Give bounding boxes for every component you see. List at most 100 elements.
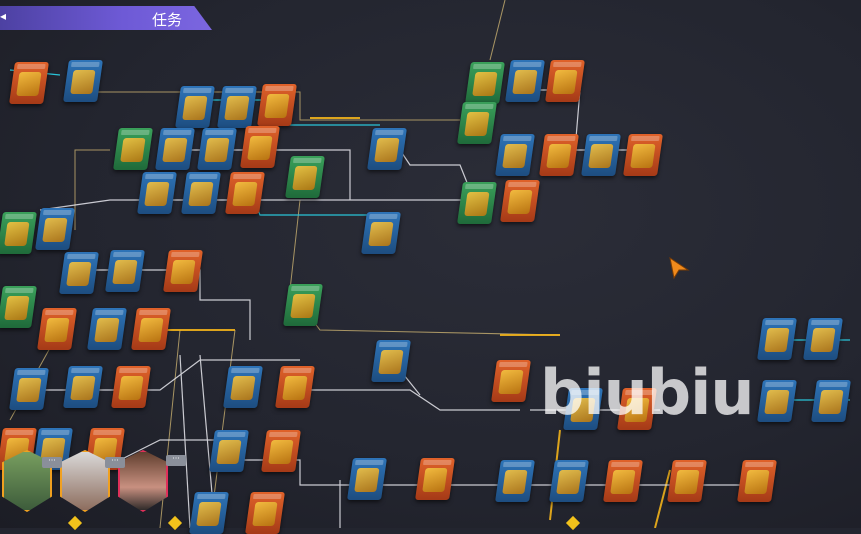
card-label — [464, 184, 494, 189]
tech-card-green[interactable] — [285, 156, 325, 198]
tech-card-orange[interactable] — [261, 430, 301, 472]
tech-card-blue[interactable] — [181, 172, 221, 214]
tech-card-green[interactable] — [457, 182, 497, 224]
tech-card-blue[interactable] — [811, 380, 851, 422]
tech-card-blue[interactable] — [35, 208, 75, 250]
machine-icon — [188, 182, 214, 206]
tech-card-orange[interactable] — [415, 458, 455, 500]
tech-card-blue[interactable] — [155, 128, 195, 170]
arrow-left-icon[interactable]: ◂ — [0, 9, 7, 23]
tech-card-blue[interactable] — [495, 134, 535, 176]
tech-card-orange[interactable] — [111, 366, 151, 408]
card-label — [247, 128, 277, 133]
tech-card-blue[interactable] — [223, 366, 263, 408]
tech-card-blue[interactable] — [209, 430, 249, 472]
machine-icon — [472, 72, 498, 96]
machine-icon — [70, 70, 96, 94]
avatar-woman-commander[interactable] — [118, 450, 168, 512]
machine-icon — [247, 136, 273, 160]
machine-icon — [44, 318, 70, 342]
tech-card-orange[interactable] — [163, 250, 203, 292]
tech-card-blue[interactable] — [347, 458, 387, 500]
tech-card-blue[interactable] — [217, 86, 257, 128]
tech-card-blue[interactable] — [367, 128, 407, 170]
tech-card-orange[interactable] — [491, 360, 531, 402]
tech-card-green[interactable] — [457, 102, 497, 144]
machine-icon — [182, 96, 208, 120]
tech-card-green[interactable] — [113, 128, 153, 170]
tech-card-orange[interactable] — [131, 308, 171, 350]
machine-icon — [264, 94, 290, 118]
chat-bubble-icon[interactable]: ··· — [166, 455, 186, 466]
chat-bubble-icon[interactable]: ··· — [42, 457, 62, 468]
tech-card-blue[interactable] — [197, 128, 237, 170]
tech-card-blue[interactable] — [175, 86, 215, 128]
tech-card-blue[interactable] — [137, 172, 177, 214]
tech-card-blue[interactable] — [63, 366, 103, 408]
tech-card-orange[interactable] — [257, 84, 297, 126]
tech-card-orange[interactable] — [37, 308, 77, 350]
machine-icon — [138, 318, 164, 342]
card-label — [422, 460, 452, 465]
card-label — [94, 310, 124, 315]
avatar-old-scientist[interactable] — [60, 450, 110, 512]
tech-card-blue[interactable] — [371, 340, 411, 382]
card-label — [588, 136, 618, 141]
tech-card-blue[interactable] — [59, 252, 99, 294]
tech-card-orange[interactable] — [225, 172, 265, 214]
tech-card-orange[interactable] — [545, 60, 585, 102]
tech-card-blue[interactable] — [87, 308, 127, 350]
card-label — [764, 320, 794, 325]
machine-icon — [268, 440, 294, 464]
white-link — [399, 149, 471, 191]
tech-card-orange[interactable] — [667, 460, 707, 502]
machine-icon — [16, 378, 42, 402]
tech-card-orange[interactable] — [539, 134, 579, 176]
tech-card-blue[interactable] — [757, 318, 797, 360]
machine-icon — [368, 222, 394, 246]
tech-card-blue[interactable] — [105, 250, 145, 292]
tech-card-blue[interactable] — [63, 60, 103, 102]
machine-icon — [232, 182, 258, 206]
tech-card-blue[interactable] — [9, 368, 49, 410]
machine-icon — [674, 470, 700, 494]
tech-card-orange[interactable] — [603, 460, 643, 502]
card-label — [744, 462, 774, 467]
card-label — [92, 430, 122, 435]
card-label — [378, 342, 408, 347]
tech-card-blue[interactable] — [505, 60, 545, 102]
machine-icon — [118, 376, 144, 400]
chat-bubble-icon[interactable]: ··· — [105, 457, 125, 468]
tech-card-blue[interactable] — [549, 460, 589, 502]
link — [489, 0, 506, 61]
tech-card-orange[interactable] — [500, 180, 540, 222]
card-label — [42, 210, 72, 215]
tech-card-green[interactable] — [0, 286, 37, 328]
card-label — [16, 370, 46, 375]
tech-card-blue[interactable] — [581, 134, 621, 176]
machine-icon — [282, 376, 308, 400]
watermark: biubiu — [540, 356, 755, 429]
machine-icon — [4, 222, 30, 246]
gold-link — [654, 469, 671, 528]
tech-card-orange[interactable] — [275, 366, 315, 408]
tech-card-green[interactable] — [465, 62, 505, 104]
tech-card-blue[interactable] — [803, 318, 843, 360]
machine-icon — [112, 260, 138, 284]
tech-card-orange[interactable] — [737, 460, 777, 502]
tech-card-orange[interactable] — [9, 62, 49, 104]
tech-card-orange[interactable] — [623, 134, 663, 176]
machine-icon — [162, 138, 188, 162]
tech-card-blue[interactable] — [361, 212, 401, 254]
tech-card-blue[interactable] — [495, 460, 535, 502]
tech-card-blue[interactable] — [757, 380, 797, 422]
machine-icon — [252, 502, 278, 526]
card-label — [764, 382, 794, 387]
tech-card-green[interactable] — [0, 212, 37, 254]
card-label — [630, 136, 660, 141]
card-label — [546, 136, 576, 141]
machine-icon — [216, 440, 242, 464]
tech-card-green[interactable] — [283, 284, 323, 326]
tech-card-orange[interactable] — [240, 126, 280, 168]
